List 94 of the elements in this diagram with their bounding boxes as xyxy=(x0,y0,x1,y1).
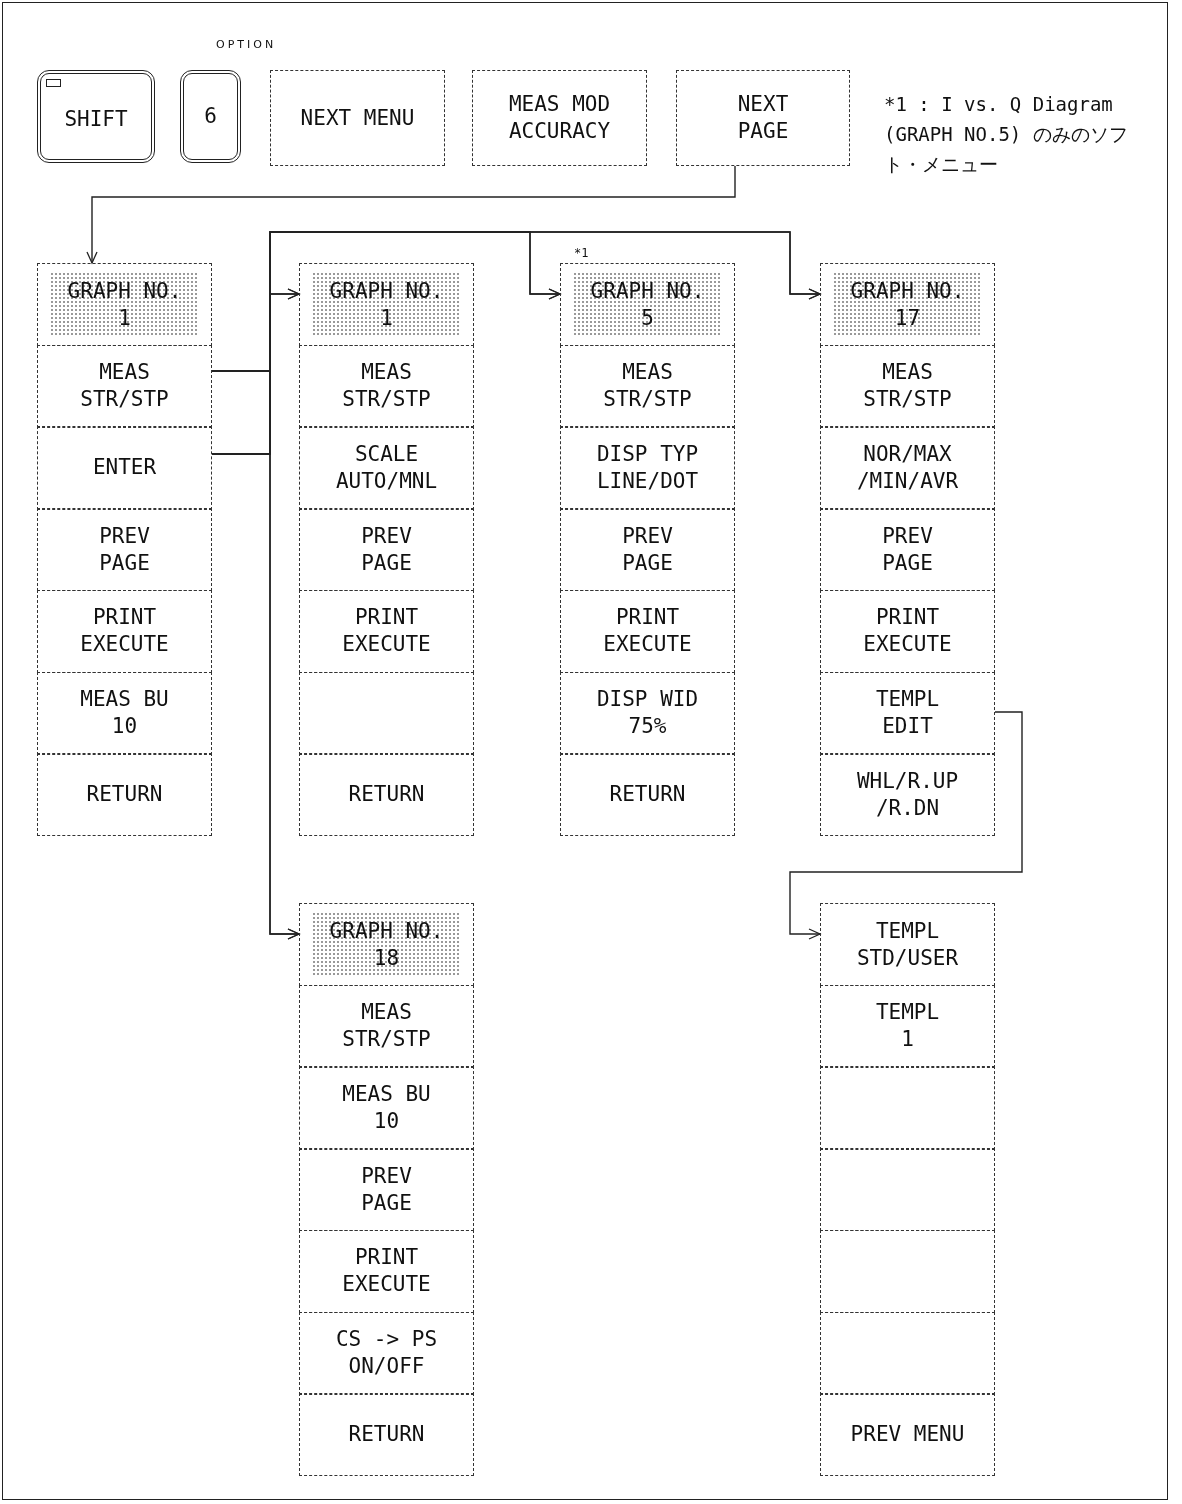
key-label: PRINT EXECUTE xyxy=(341,604,432,659)
key-label: MEAS MOD ACCURACY xyxy=(507,91,612,145)
key-label: 6 xyxy=(203,103,218,130)
softkey xyxy=(37,508,212,592)
softkey xyxy=(820,753,995,837)
key-label: PRINT EXECUTE xyxy=(862,604,953,659)
key-label: PREV PAGE xyxy=(98,522,151,577)
key-label: GRAPH NO. 17 xyxy=(850,277,965,332)
softkey xyxy=(299,508,474,592)
softkey xyxy=(37,671,212,755)
key-label: TEMPL 1 xyxy=(874,999,941,1054)
key-label: PREV MENU xyxy=(850,1421,965,1449)
key-label: RETURN xyxy=(347,781,426,809)
softkey xyxy=(472,70,647,166)
softkey xyxy=(560,344,735,428)
key-label: NOR/MAX /MIN/AVR xyxy=(855,441,960,495)
softkey xyxy=(37,753,212,837)
option-label: OPTION xyxy=(216,38,277,51)
softkey xyxy=(270,70,445,166)
softkey xyxy=(676,70,850,166)
softkey xyxy=(37,426,212,510)
blank-softkey xyxy=(820,1066,995,1150)
key-label: MEAS STR/STP xyxy=(341,999,432,1054)
key-label: PRINT EXECUTE xyxy=(341,1244,432,1299)
blank-softkey xyxy=(820,1311,995,1395)
softkey xyxy=(299,426,474,510)
key-label: RETURN xyxy=(608,781,687,809)
softkey xyxy=(299,1148,474,1232)
softkey xyxy=(560,426,735,510)
number-key xyxy=(180,70,241,163)
footnote-mark: *1 xyxy=(574,246,589,260)
softkey xyxy=(299,1393,474,1477)
softkey xyxy=(299,1311,474,1395)
graph-header-softkey xyxy=(560,263,735,347)
softkey xyxy=(820,984,995,1068)
softkey xyxy=(560,589,735,673)
connector-arrow xyxy=(86,165,736,264)
softkey xyxy=(820,344,995,428)
graph-header-softkey xyxy=(299,903,474,987)
shift-key xyxy=(37,70,155,163)
softkey xyxy=(299,984,474,1068)
key-label: RETURN xyxy=(85,781,164,809)
softkey xyxy=(299,589,474,673)
key-label: WHL/R.UP /R.DN xyxy=(855,767,960,822)
key-label: PREV PAGE xyxy=(881,522,934,577)
softkey xyxy=(560,508,735,592)
key-label: GRAPH NO. 1 xyxy=(329,277,444,332)
key-label: DISP WID 75% xyxy=(595,686,700,741)
softkey xyxy=(299,1229,474,1313)
graph-header-softkey xyxy=(299,263,474,347)
softkey xyxy=(820,589,995,673)
key-label: MEAS STR/STP xyxy=(602,359,693,414)
key-label: TEMPL STD/USER xyxy=(855,917,960,972)
softkey xyxy=(560,753,735,837)
key-label: PRINT EXECUTE xyxy=(79,604,170,659)
key-label: MEAS STR/STP xyxy=(341,359,432,414)
blank-softkey xyxy=(299,671,474,755)
softkey xyxy=(299,1066,474,1150)
key-label: MEAS BU 10 xyxy=(79,686,170,741)
graph-header-softkey xyxy=(820,263,995,347)
softkey xyxy=(820,903,995,987)
key-label: PREV PAGE xyxy=(621,522,674,577)
key-label: TEMPL EDIT xyxy=(874,686,941,741)
key-label: MEAS STR/STP xyxy=(79,359,170,414)
key-label: MEAS STR/STP xyxy=(862,359,953,414)
key-label: SHIFT xyxy=(63,106,129,133)
key-label: MEAS BU 10 xyxy=(341,1081,432,1135)
softkey xyxy=(820,671,995,755)
key-label: CS -> PS ON/OFF xyxy=(334,1326,439,1381)
softkey xyxy=(37,589,212,673)
softkey xyxy=(820,426,995,510)
connector-arrow xyxy=(789,711,1023,940)
softkey xyxy=(299,753,474,837)
softkey xyxy=(37,344,212,428)
key-label: DISP TYP LINE/DOT xyxy=(595,441,700,495)
softkey xyxy=(560,671,735,755)
softkey xyxy=(299,344,474,428)
softkey xyxy=(820,1393,995,1477)
key-label: SCALE AUTO/MNL xyxy=(334,441,439,495)
graph-header-softkey xyxy=(37,263,212,347)
key-label: PREV PAGE xyxy=(360,1162,413,1217)
key-label: PREV PAGE xyxy=(360,522,413,577)
key-label: ENTER xyxy=(91,454,158,482)
key-label: GRAPH NO. 18 xyxy=(329,917,444,972)
key-label: RETURN xyxy=(347,1421,426,1449)
key-label: NEXT MENU xyxy=(299,104,416,132)
softkey xyxy=(820,508,995,592)
key-label: PRINT EXECUTE xyxy=(602,604,693,659)
key-label: NEXT PAGE xyxy=(736,91,790,145)
blank-softkey xyxy=(820,1229,995,1313)
footnote-text: *1 : I vs. Q Diagram (GRAPH NO.5) のみのソフト・メニュー xyxy=(884,92,1129,177)
key-label: GRAPH NO. 1 xyxy=(67,277,182,332)
key-label: GRAPH NO. 5 xyxy=(590,277,705,332)
blank-softkey xyxy=(820,1148,995,1232)
